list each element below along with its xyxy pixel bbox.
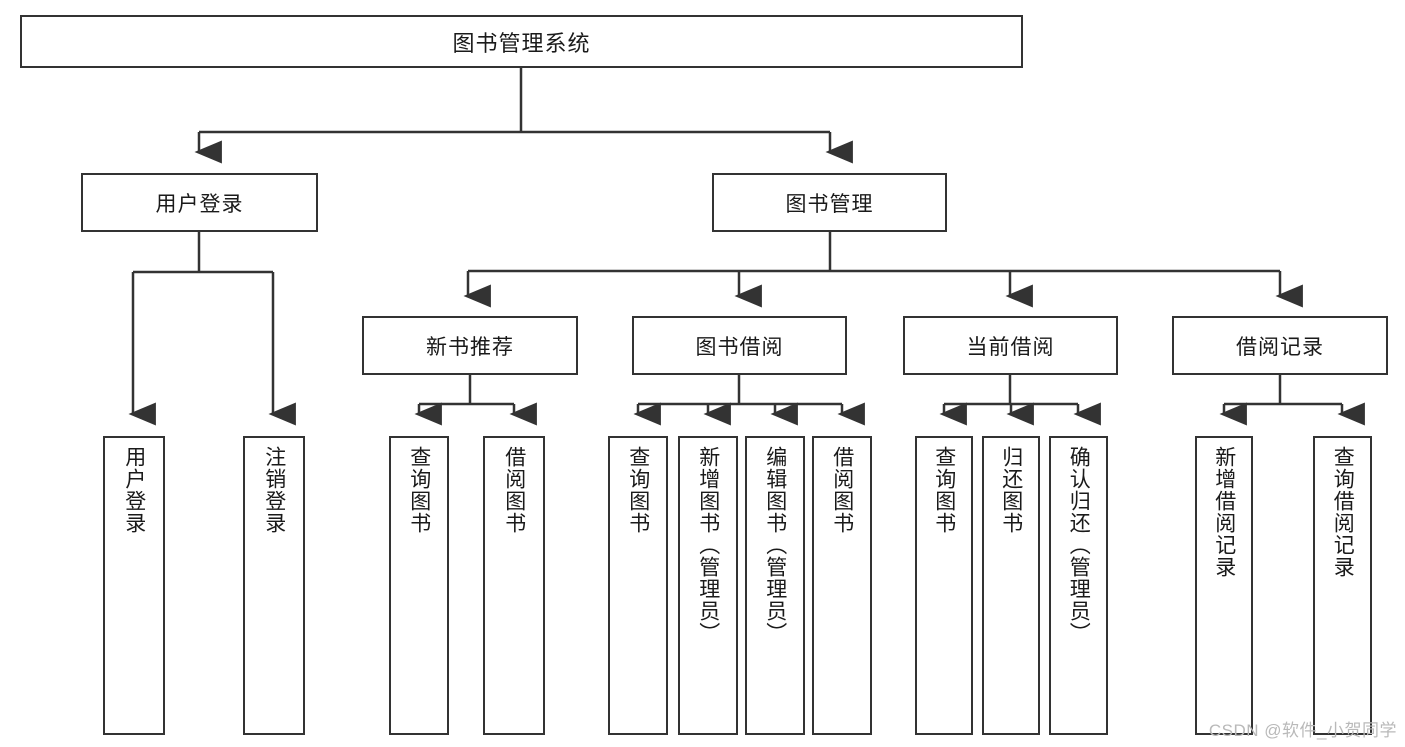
node-current-borrow[interactable]: 当前借阅 [903, 316, 1118, 375]
leaf-confirm-return-admin[interactable]: 确认归还（管理员） [1049, 436, 1108, 735]
leaf-query-borrow-record[interactable]: 查询借阅记录 [1313, 436, 1372, 735]
node-borrow-records[interactable]: 借阅记录 [1172, 316, 1388, 375]
node-current-borrow-label: 当前借阅 [966, 335, 1055, 359]
leaf-edit-book-admin[interactable]: 编辑图书（管理员） [745, 436, 805, 735]
leaf-return-book-label: 归还图书 [999, 446, 1023, 534]
leaf-confirm-return-admin-label: 确认归还（管理员） [1067, 446, 1091, 644]
leaf-logout-label: 注销登录 [262, 446, 286, 534]
leaf-logout[interactable]: 注销登录 [243, 436, 305, 735]
watermark: CSDN @软件_小贺同学 [1208, 721, 1397, 740]
leaf-query-book-current-label: 查询图书 [932, 446, 956, 534]
node-new-book-recommend-label: 新书推荐 [426, 335, 514, 359]
leaf-query-book-borrow-label: 查询图书 [626, 446, 650, 534]
node-user-login-label: 用户登录 [155, 192, 244, 216]
node-root[interactable]: 图书管理系统 [20, 15, 1023, 68]
leaf-borrow-book[interactable]: 借阅图书 [812, 436, 872, 735]
node-user-login[interactable]: 用户登录 [81, 173, 318, 232]
leaf-add-book-admin-label: 新增图书（管理员） [696, 446, 720, 644]
leaf-borrow-book-newbook[interactable]: 借阅图书 [483, 436, 545, 735]
leaf-borrow-book-label: 借阅图书 [830, 446, 854, 534]
leaf-query-borrow-record-label: 查询借阅记录 [1331, 446, 1355, 578]
node-book-management[interactable]: 图书管理 [712, 173, 947, 232]
node-root-label: 图书管理系统 [452, 30, 591, 56]
leaf-edit-book-admin-label: 编辑图书（管理员） [763, 446, 787, 644]
node-book-borrow-label: 图书借阅 [695, 335, 784, 359]
leaf-user-login[interactable]: 用户登录 [103, 436, 165, 735]
node-book-borrow[interactable]: 图书借阅 [632, 316, 847, 375]
leaf-add-borrow-record-label: 新增借阅记录 [1212, 446, 1236, 578]
leaf-add-book-admin[interactable]: 新增图书（管理员） [678, 436, 738, 735]
node-borrow-records-label: 借阅记录 [1236, 335, 1324, 359]
leaf-query-book-newbook-label: 查询图书 [407, 446, 431, 534]
leaf-return-book[interactable]: 归还图书 [982, 436, 1040, 735]
node-new-book-recommend[interactable]: 新书推荐 [362, 316, 578, 375]
leaf-query-book-current[interactable]: 查询图书 [915, 436, 973, 735]
leaf-query-book-borrow[interactable]: 查询图书 [608, 436, 668, 735]
leaf-user-login-label: 用户登录 [122, 446, 146, 534]
leaf-borrow-book-newbook-label: 借阅图书 [502, 446, 526, 534]
leaf-add-borrow-record[interactable]: 新增借阅记录 [1195, 436, 1253, 735]
leaf-query-book-newbook[interactable]: 查询图书 [389, 436, 449, 735]
node-book-management-label: 图书管理 [785, 192, 874, 216]
